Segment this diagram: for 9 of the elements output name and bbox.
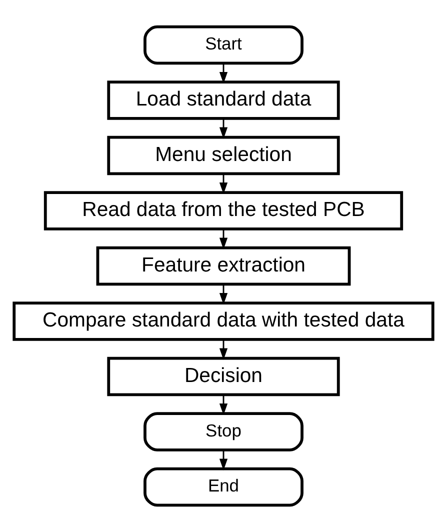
node-box: Feature extraction xyxy=(96,246,351,286)
node-box: Start xyxy=(144,24,304,64)
node-box: Decision xyxy=(107,356,340,396)
node-box: End xyxy=(144,466,304,506)
node-box: Load standard data xyxy=(107,80,340,120)
node-box: Menu selection xyxy=(107,135,340,175)
node-box: Stop xyxy=(144,412,304,451)
node-box: Compare standard data with tested data xyxy=(12,301,434,340)
node-box: Read data from the tested PCB xyxy=(44,190,404,230)
